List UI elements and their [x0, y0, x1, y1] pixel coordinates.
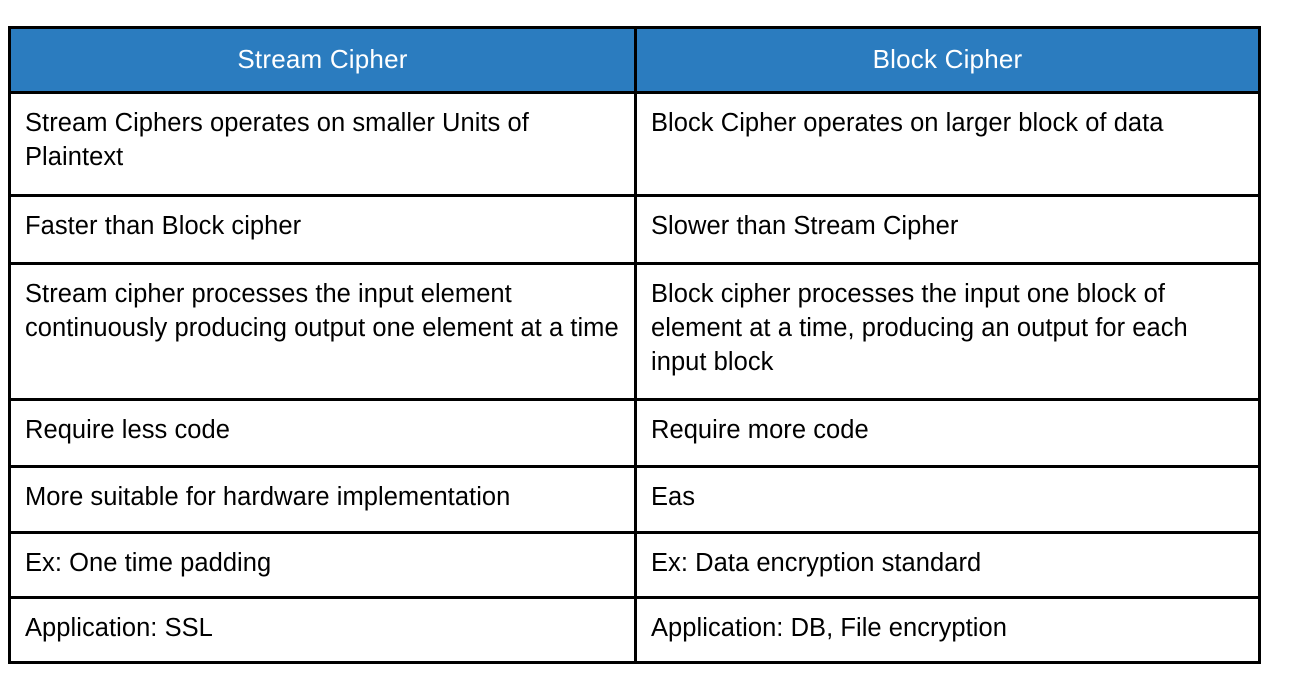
cell-stream-1-text: Faster than Block cipher: [25, 212, 302, 240]
cell-stream-6: Application: SSL: [8, 596, 637, 664]
cell-block-6: Application: DB, File encryption: [634, 596, 1261, 664]
table-row: Stream cipher processes the input elemen…: [8, 262, 1261, 401]
cell-block-4: Eas: [634, 465, 1261, 534]
cell-block-3: Require more code: [634, 398, 1261, 468]
table-header-row: Stream Cipher Block Cipher: [8, 26, 1261, 94]
table-row: More suitable for hardware implementatio…: [8, 465, 1261, 534]
table-header: Stream Cipher Block Cipher: [8, 26, 1261, 94]
cell-stream-3-text: Require less code: [25, 416, 230, 444]
column-header-stream-cipher-label: Stream Cipher: [237, 44, 408, 74]
cell-block-5: Ex: Data encryption standard: [634, 531, 1261, 599]
cell-block-0-text: Block Cipher operates on larger block of…: [651, 109, 1164, 137]
cell-stream-0: Stream Ciphers operates on smaller Units…: [8, 91, 637, 197]
cell-block-1-text: Slower than Stream Cipher: [651, 212, 959, 240]
column-header-block-cipher: Block Cipher: [634, 26, 1261, 94]
table-row: Application: SSL Application: DB, File e…: [8, 596, 1261, 664]
cell-stream-2: Stream cipher processes the input elemen…: [8, 262, 637, 401]
column-header-stream-cipher: Stream Cipher: [8, 26, 637, 94]
column-header-block-cipher-label: Block Cipher: [872, 44, 1023, 74]
cell-block-0: Block Cipher operates on larger block of…: [634, 91, 1261, 197]
cell-block-2-text: Block cipher processes the input one blo…: [651, 280, 1188, 376]
table-body: Stream Ciphers operates on smaller Units…: [8, 91, 1261, 664]
cipher-comparison-table: Stream Cipher Block Cipher Stream Cipher…: [8, 26, 1261, 664]
cell-stream-5: Ex: One time padding: [8, 531, 637, 599]
cell-block-1: Slower than Stream Cipher: [634, 194, 1261, 265]
cell-block-6-text: Application: DB, File encryption: [651, 614, 1007, 642]
cell-stream-4: More suitable for hardware implementatio…: [8, 465, 637, 534]
table-row: Ex: One time padding Ex: Data encryption…: [8, 531, 1261, 599]
cell-stream-2-text: Stream cipher processes the input elemen…: [25, 280, 619, 342]
cell-stream-5-text: Ex: One time padding: [25, 549, 272, 577]
cell-stream-3: Require less code: [8, 398, 637, 468]
cell-stream-4-text: More suitable for hardware implementatio…: [25, 483, 511, 511]
cell-block-3-text: Require more code: [651, 416, 869, 444]
table-row: Stream Ciphers operates on smaller Units…: [8, 91, 1261, 197]
cell-block-2: Block cipher processes the input one blo…: [634, 262, 1261, 401]
cell-block-5-text: Ex: Data encryption standard: [651, 549, 982, 577]
table-row: Require less code Require more code: [8, 398, 1261, 468]
cell-block-4-text: Eas: [651, 483, 696, 511]
cell-stream-1: Faster than Block cipher: [8, 194, 637, 265]
cell-stream-6-text: Application: SSL: [25, 614, 213, 642]
cell-stream-0-text: Stream Ciphers operates on smaller Units…: [25, 109, 529, 171]
table-row: Faster than Block cipher Slower than Str…: [8, 194, 1261, 265]
